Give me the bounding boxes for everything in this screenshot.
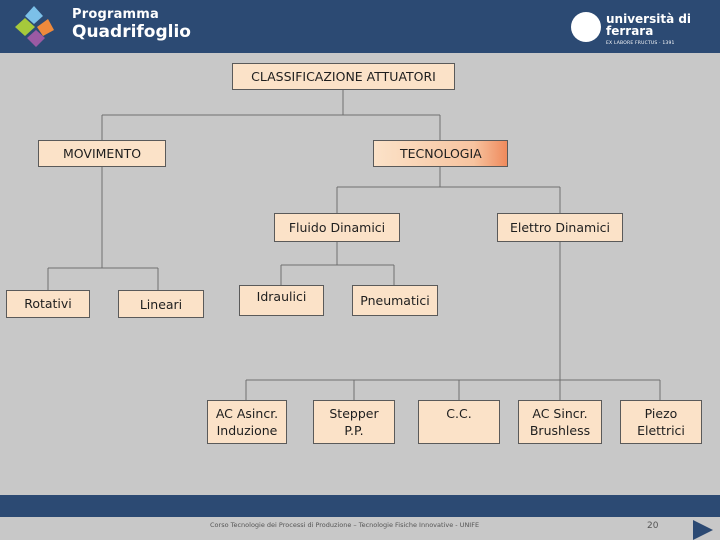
brand-name: Programma Quadrifoglio [72,8,191,41]
node-pneumatici-label: Pneumatici [360,293,430,308]
node-tecnologia: TECNOLOGIA [373,140,508,167]
footer-bar [0,495,720,517]
node-stepper-line2: P.P. [344,422,364,438]
node-rotativi: Rotativi [6,290,90,318]
quadrifoglio-logo-icon [15,6,54,47]
node-cc-label: C.C. [446,406,472,421]
node-idraulici: Idraulici [239,285,324,316]
node-lineari: Lineari [118,290,204,318]
node-elettro-dinamici: Elettro Dinamici [497,213,623,242]
next-slide-arrow-icon[interactable] [693,520,713,540]
node-ac-asincr-line1: AC Asincr. [215,406,279,421]
brand-line-1: Programma [72,7,160,22]
node-ac-sincr-line1: AC Sincr. [532,406,588,421]
node-piezo: Piezo Elettrici [620,400,702,444]
node-ac-sincr-line2: Brushless [529,422,591,438]
node-fluido-dinamici-label: Fluido Dinamici [288,220,386,235]
node-tecnologia-label: TECNOLOGIA [400,146,482,161]
node-classificazione-label: CLASSIFICAZIONE ATTUATORI [251,69,436,84]
node-idraulici-label: Idraulici [256,289,307,304]
university-name: università di ferrara [606,12,692,38]
node-stepper: Stepper P.P. [313,400,395,444]
university-logo-text: università di ferrara EX LABORE FRUCTUS … [606,13,720,46]
university-seal-icon [571,12,601,42]
node-piezo-line2: Elettrici [637,422,685,438]
brand-line-2: Quadrifoglio [72,22,191,42]
node-movimento-label: MOVIMENTO [63,146,142,161]
node-movimento: MOVIMENTO [38,140,166,167]
node-cc: C.C. [418,400,500,444]
node-lineari-label: Lineari [139,297,183,312]
node-pneumatici: Pneumatici [352,285,438,316]
node-ac-asincr: AC Asincr. Induzione [207,400,287,444]
node-fluido-dinamici: Fluido Dinamici [274,213,400,242]
node-ac-sincr: AC Sincr. Brushless [518,400,602,444]
node-stepper-line1: Stepper [329,406,379,421]
node-rotativi-label: Rotativi [24,296,72,311]
node-elettro-dinamici-label: Elettro Dinamici [509,220,611,235]
header-bar: Programma Quadrifoglio università di fer… [0,0,720,53]
node-classificazione-attuatori: CLASSIFICAZIONE ATTUATORI [232,63,455,90]
node-piezo-line1: Piezo [644,406,678,421]
node-ac-asincr-line2: Induzione [216,422,278,438]
footer-text: Corso Tecnologie dei Processi di Produzi… [210,521,480,529]
page-number: 20 [647,521,659,531]
university-tagline: EX LABORE FRUCTUS · 1391 [606,41,675,46]
